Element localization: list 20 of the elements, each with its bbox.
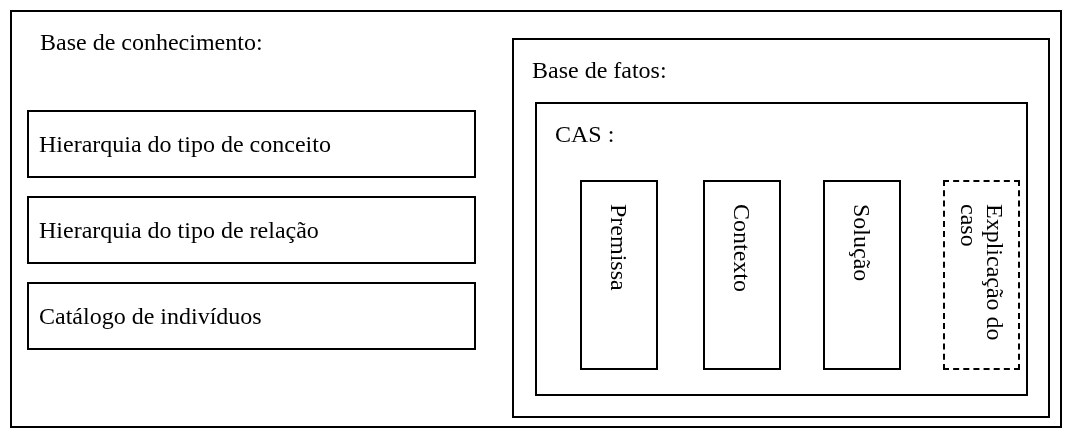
group-box	[512, 38, 1050, 418]
component-box	[703, 180, 781, 370]
box-label: Catálogo de indivíduos	[39, 302, 262, 330]
vertical-label: Solução	[849, 204, 875, 284]
group-box	[535, 102, 1028, 396]
component-box	[823, 180, 901, 370]
box-label: Base de conhecimento:	[40, 28, 263, 56]
box-label: Hierarquia do tipo de conceito	[39, 130, 331, 158]
component-box	[27, 282, 476, 350]
component-box	[27, 110, 476, 178]
box-label: Hierarquia do tipo de relação	[39, 216, 319, 244]
box-label: CAS :	[555, 120, 615, 148]
vertical-label: Premissa	[606, 204, 632, 293]
container-box	[10, 10, 1062, 428]
vertical-label: Contexto	[729, 204, 755, 294]
component-box	[943, 180, 1020, 370]
component-box	[27, 196, 476, 264]
vertical-label: Explicação do caso	[955, 204, 1008, 343]
component-box	[580, 180, 658, 370]
box-label: Base de fatos:	[532, 56, 667, 84]
